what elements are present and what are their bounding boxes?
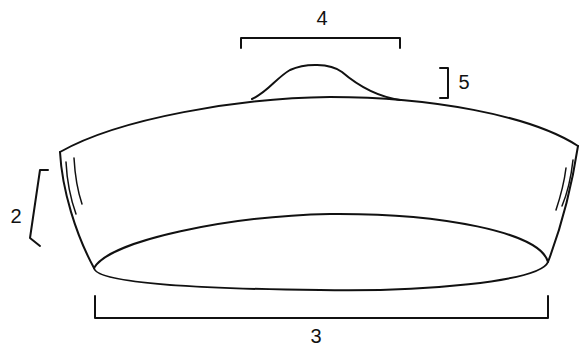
shading	[66, 158, 573, 214]
dimension-bracket	[440, 68, 448, 98]
lid-right-side	[548, 146, 578, 262]
callout-number: 3	[310, 326, 321, 346]
dimension-bracket	[95, 296, 548, 318]
callout-number: 2	[10, 206, 21, 226]
knob	[252, 65, 400, 100]
callout-number: 5	[458, 72, 469, 92]
callout-number: 4	[316, 8, 327, 28]
dimension-bracket	[241, 38, 400, 48]
dimension-bracket	[30, 170, 48, 246]
lid-opening	[94, 214, 548, 290]
lid-left-side	[60, 152, 94, 268]
lid-top-rim	[60, 97, 578, 152]
